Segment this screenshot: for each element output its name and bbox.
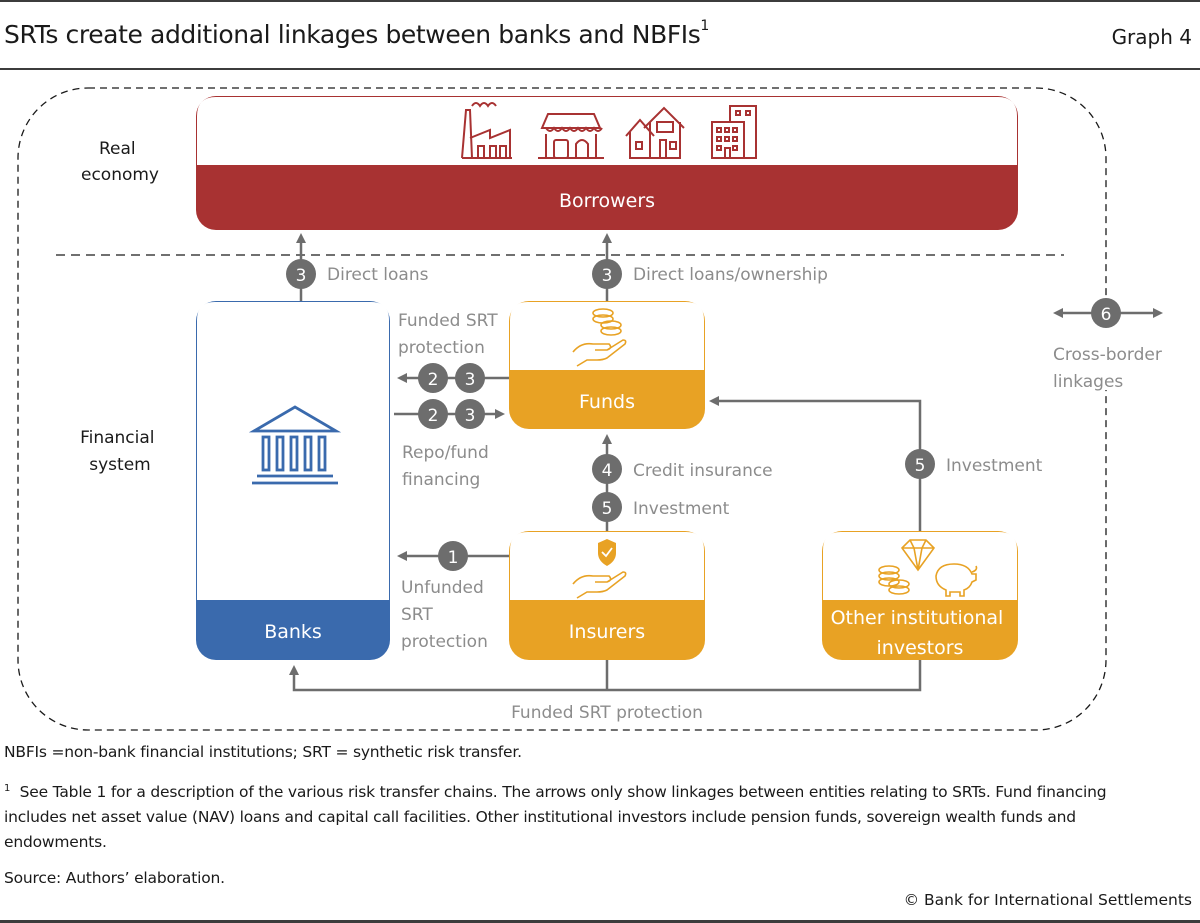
borrowers-node: Borrowers [196,96,1018,230]
badge: 3 [286,259,316,289]
svg-text:1: 1 [448,548,459,568]
label-funded-srt-protection-bottom: Funded SRT protection [511,703,703,723]
other-investors-label: Other institutional investors [831,607,1010,659]
insurers-label: Insurers [569,621,645,643]
badge: 2 [418,363,448,393]
svg-text:3: 3 [602,266,613,286]
label-direct-loans-ownership: Direct loans/ownership [633,265,828,285]
factory-icon [461,102,512,159]
svg-text:2: 2 [428,406,439,426]
hand-shield-icon [572,539,627,599]
label-investment-insurers: Investment [633,499,730,519]
top-rule [0,0,1200,2]
svg-text:3: 3 [465,370,476,390]
hand-coins-icon [572,308,627,367]
footnote-line: 1 See Table 1 for a description of the v… [4,776,1196,805]
insurers-node: Insurers [509,531,705,660]
footnote-1: 1 See Table 1 for a description of the v… [4,776,1196,855]
title-rule [0,68,1200,70]
label-unfunded-srt-protection: Unfunded SRT protection [401,578,489,652]
footnote-line-text: See Table 1 for a description of the var… [19,783,1107,802]
svg-text:6: 6 [1101,305,1112,325]
title-footnote-marker: 1 [700,17,709,34]
badge: 5 [592,492,622,522]
label-investment-other: Investment [946,456,1043,476]
svg-text:5: 5 [915,456,926,476]
houses-icon [625,106,685,159]
footnote-marker: 1 [4,783,11,794]
graph-label: Graph 4 [1111,25,1192,49]
zone-label-financial-system: Financial system [80,428,160,475]
badge: 3 [592,259,622,289]
badge: 1 [438,541,468,571]
svg-text:2: 2 [428,370,439,390]
banks-node: Banks [196,301,390,660]
shop-icon [538,113,604,159]
copyright: © Bank for International Settlements [903,891,1192,909]
title-text: SRTs create additional linkages between … [4,20,701,49]
svg-text:5: 5 [602,499,613,519]
other-institutional-investors-node: Other institutional investors [822,531,1018,660]
source-note: Source: Authors’ elaboration. [4,869,225,887]
label-direct-loans: Direct loans [327,265,429,285]
funds-label: Funds [579,391,635,413]
badge: 4 [592,454,622,484]
bottom-rule [0,920,1200,923]
badge: 6 [1091,298,1121,328]
zone-label-real-economy: Real economy [81,139,159,185]
label-repo-fund-financing: Repo/fund financing [402,443,494,490]
borrowers-label: Borrowers [559,190,655,212]
badge: 5 [905,449,935,479]
link-nbfi-to-banks-bottom [289,660,922,692]
diamond-coins-piggybank-icon [878,539,978,597]
badge: 3 [455,399,485,429]
badge: 2 [418,399,448,429]
page-title: SRTs create additional linkages between … [4,17,709,49]
label-credit-insurance: Credit insurance [633,461,773,481]
link-other-to-funds [709,396,922,531]
bank-building-icon [248,405,342,485]
footnote-line: includes net asset value (NAV) loans and… [4,808,1076,827]
badge: 3 [455,363,485,393]
funds-node: Funds [509,301,705,429]
abbreviations-note: NBFIs =non-bank financial institutions; … [4,743,522,761]
svg-text:3: 3 [465,406,476,426]
svg-text:3: 3 [296,266,307,286]
svg-text:4: 4 [602,461,613,481]
office-building-icon [711,105,757,159]
financial-boundary-dashed [17,87,1107,731]
banks-label: Banks [264,621,322,643]
label-cross-border-linkages: Cross-border linkages [1053,345,1167,392]
label-funded-srt-protection-top: Funded SRT protection [398,311,503,358]
footnote-line: endowments. [4,833,107,852]
